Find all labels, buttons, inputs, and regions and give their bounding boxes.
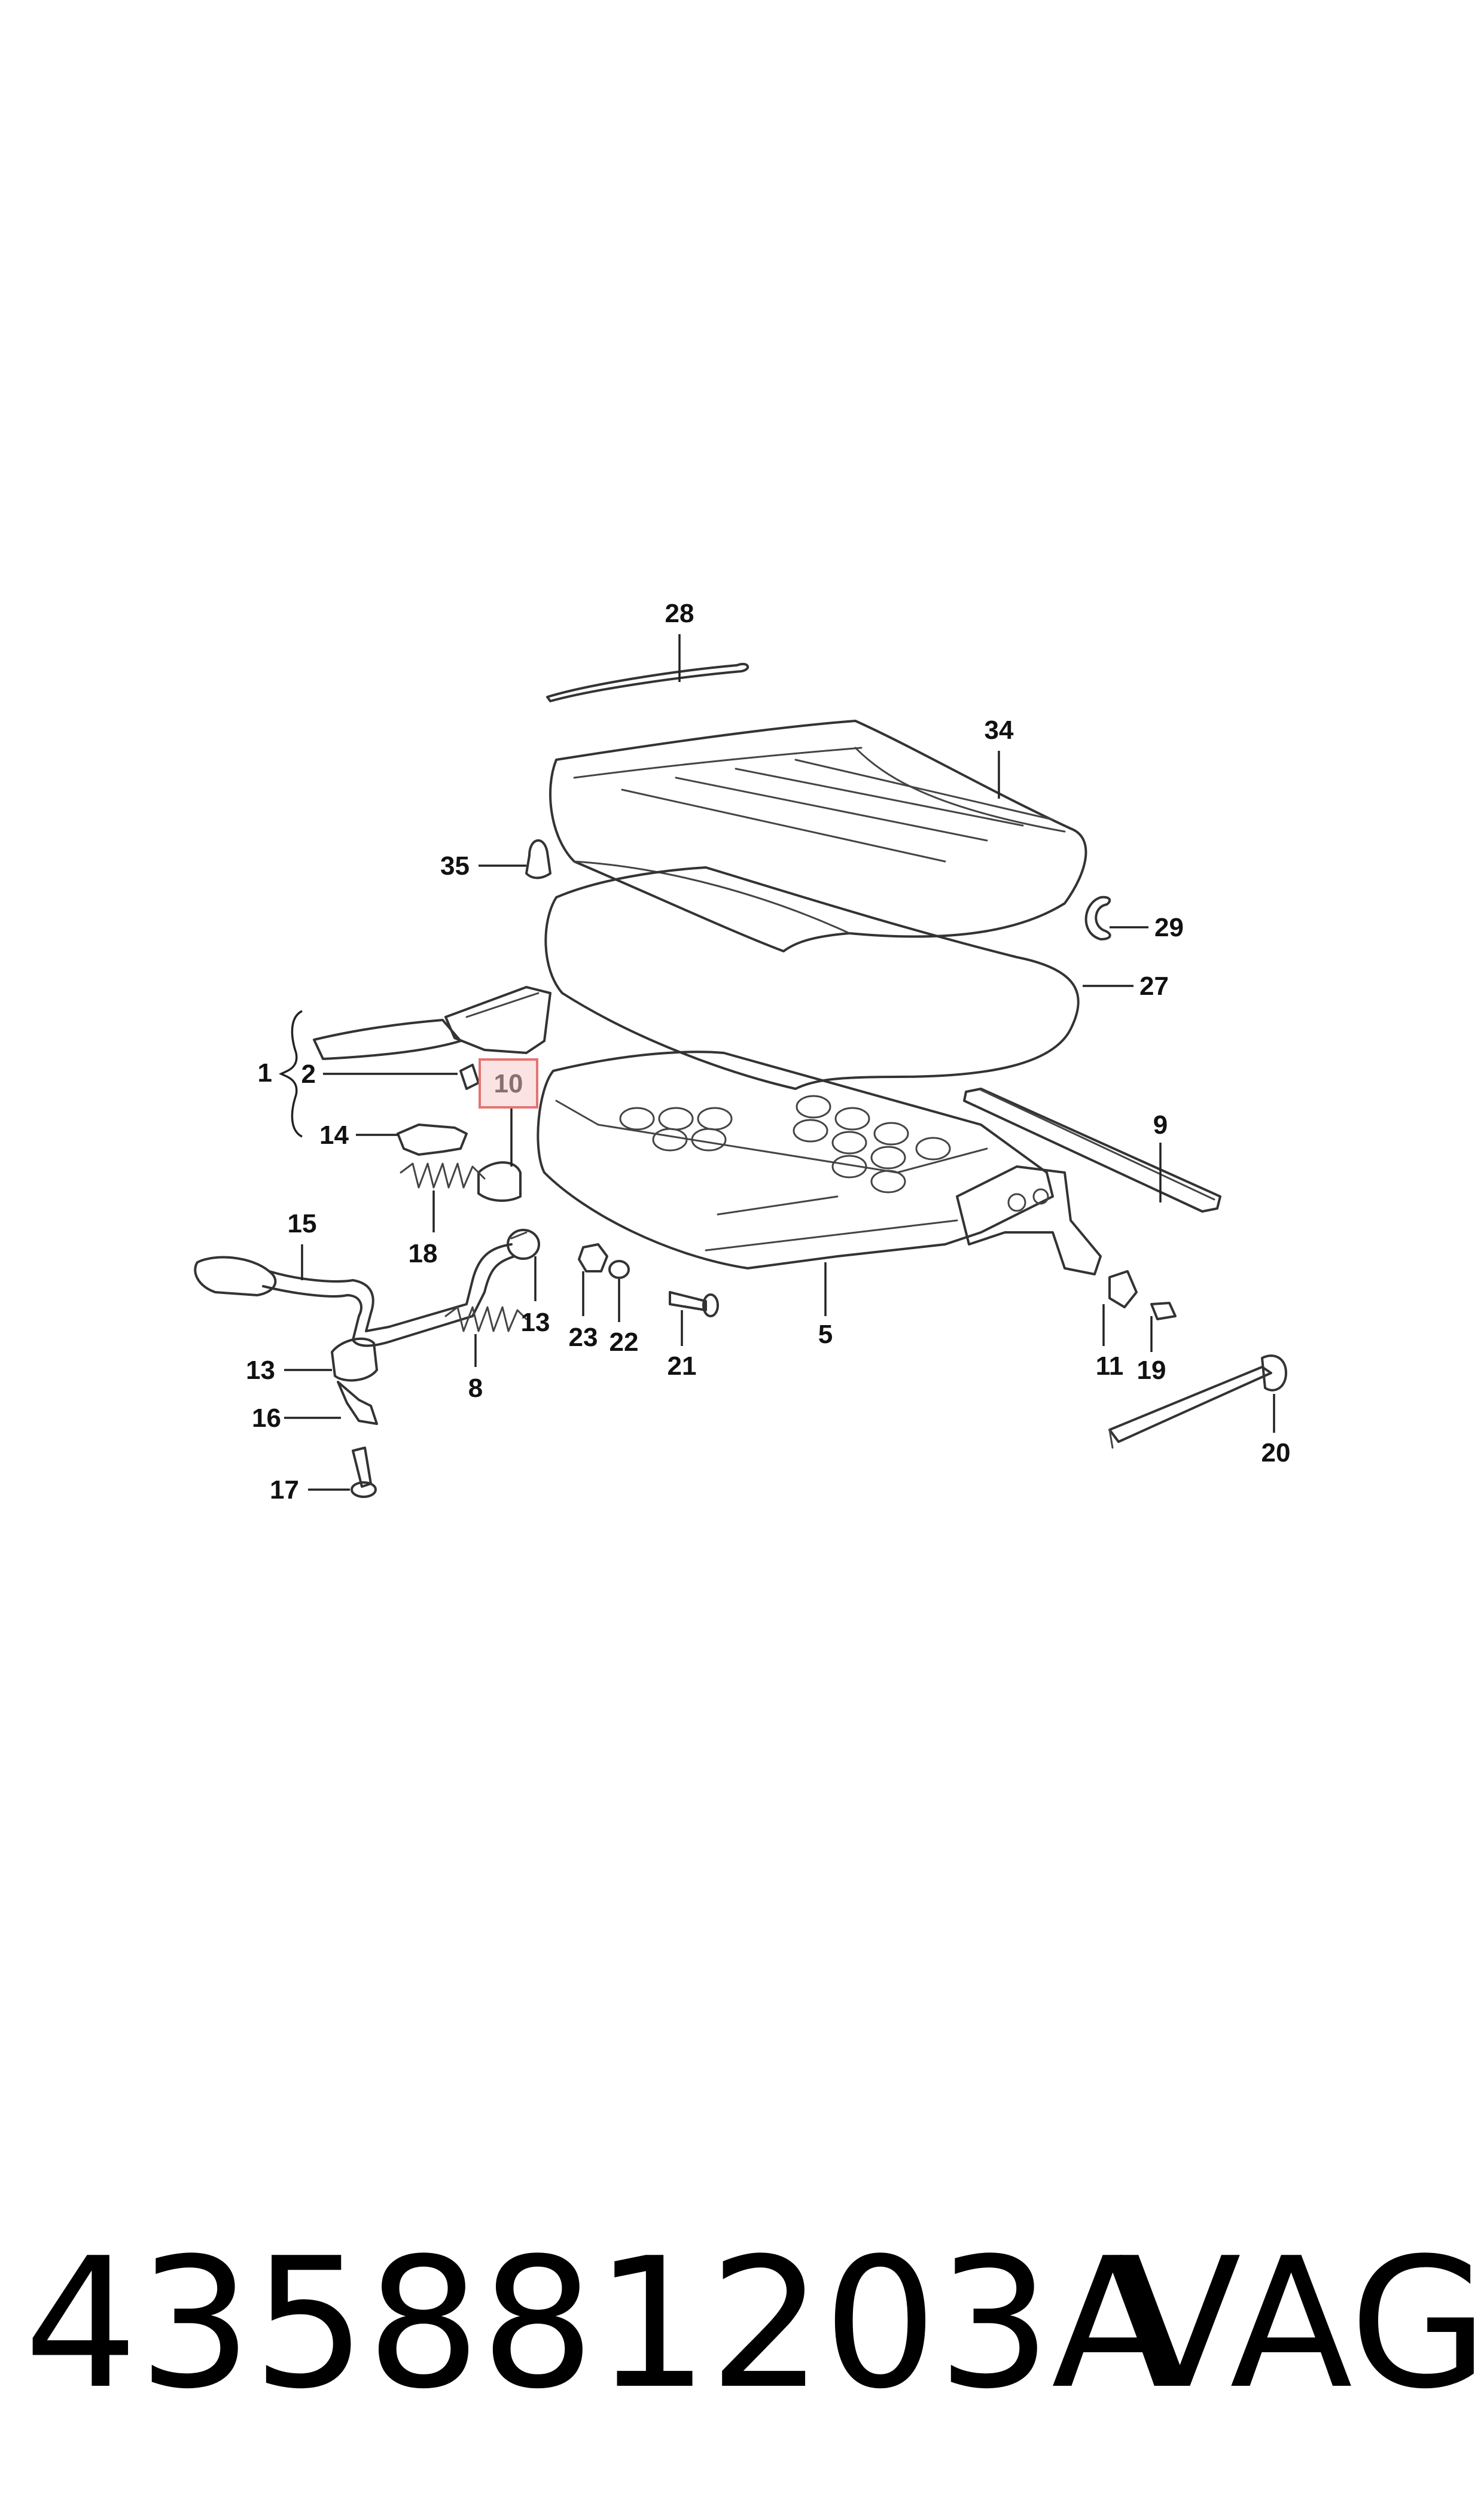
strip-part-9 [963, 1088, 1221, 1213]
handle-rod-part-15 [194, 1243, 516, 1347]
ring-part-29 [1084, 896, 1111, 940]
callout-17: 17 [270, 1475, 299, 1505]
clip-part-2 [459, 1064, 480, 1090]
spring-part-18 [400, 1162, 486, 1189]
callout-35: 35 [440, 851, 470, 881]
brand-label: VAG [1119, 2219, 1484, 2428]
callout-8: 8 [468, 1374, 483, 1403]
wire-part-28 [546, 663, 749, 702]
seat-frame-part-5 [537, 1051, 1102, 1275]
callout-22: 22 [610, 1327, 639, 1357]
callout-16: 16 [252, 1403, 281, 1433]
bushing-part-13-lower [331, 1337, 378, 1382]
callout-13-lower: 13 [246, 1356, 275, 1385]
callout-14: 14 [319, 1121, 349, 1150]
callout-21: 21 [668, 1351, 697, 1381]
callout-29: 29 [1154, 913, 1184, 942]
callout-13-upper: 13 [521, 1308, 550, 1337]
callout-28: 28 [665, 599, 694, 628]
leader-lines [284, 634, 1275, 1491]
callout-19: 19 [1137, 1356, 1166, 1385]
clip-part-35 [525, 839, 551, 879]
part-number-label: 435881203A [24, 2219, 1175, 2428]
screw-part-17 [351, 1447, 377, 1498]
bushing-part-13-upper [507, 1229, 540, 1260]
rail-part-20 [1108, 1354, 1287, 1449]
callout-20: 20 [1261, 1438, 1291, 1467]
clamp-part-16 [337, 1381, 378, 1425]
callout-18: 18 [409, 1239, 438, 1268]
callout-9: 9 [1153, 1110, 1168, 1140]
spring-part-8 [444, 1306, 528, 1332]
clip-part-19 [1150, 1302, 1177, 1320]
callout-27: 27 [1139, 972, 1169, 1001]
callout-23: 23 [569, 1323, 598, 1352]
callout-11: 11 [1096, 1351, 1124, 1381]
nut-part-23 [578, 1243, 608, 1272]
foam-pad-part-27 [544, 866, 1080, 1090]
clip-part-11 [1108, 1270, 1138, 1308]
callout-34: 34 [985, 715, 1014, 745]
bolt-part-21 [669, 1291, 719, 1317]
callout-15: 15 [288, 1209, 317, 1238]
callout-10: 10 [494, 1069, 523, 1098]
bracket-part-10 [477, 1161, 522, 1202]
brace-1 [279, 1010, 303, 1138]
side-panel-part-1 [313, 986, 551, 1060]
callout-2: 2 [301, 1059, 316, 1089]
callout-1: 1 [258, 1058, 272, 1088]
lever-part-14 [397, 1123, 468, 1156]
seat-cover-part-34 [549, 720, 1087, 952]
washer-part-22 [608, 1260, 630, 1279]
callout-labels: 28 34 35 29 27 1 2 10 14 9 15 18 13 23 2… [246, 599, 1290, 1505]
callout-5: 5 [818, 1320, 833, 1349]
callout-10-highlight-box [479, 1058, 538, 1109]
